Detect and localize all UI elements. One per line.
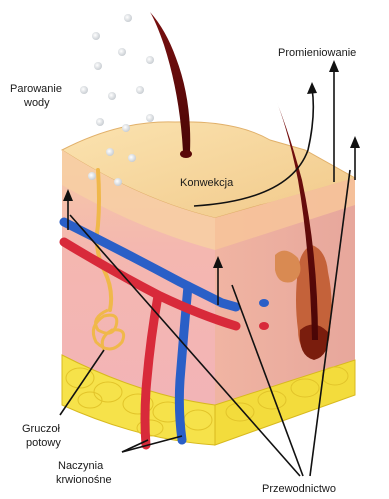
label-vessels-line1: Naczynia — [58, 460, 104, 472]
hair-root-top — [180, 150, 192, 158]
label-evaporation-line2: wody — [23, 97, 50, 109]
label-radiation: Promieniowanie — [278, 47, 356, 59]
vessel-section-blue — [259, 299, 269, 307]
label-convection: Konwekcja — [180, 177, 234, 189]
label-sweat-gland-line1: Gruczoł — [22, 423, 60, 435]
label-sweat-gland-line2: potowy — [26, 437, 61, 449]
vessel-section-red — [259, 322, 269, 330]
vessel-leader-blue — [122, 436, 182, 452]
label-evaporation-line1: Parowanie — [10, 83, 62, 95]
label-conduction: Przewodnictwo — [262, 483, 336, 495]
label-vessels-line2: krwionośne — [56, 474, 112, 486]
